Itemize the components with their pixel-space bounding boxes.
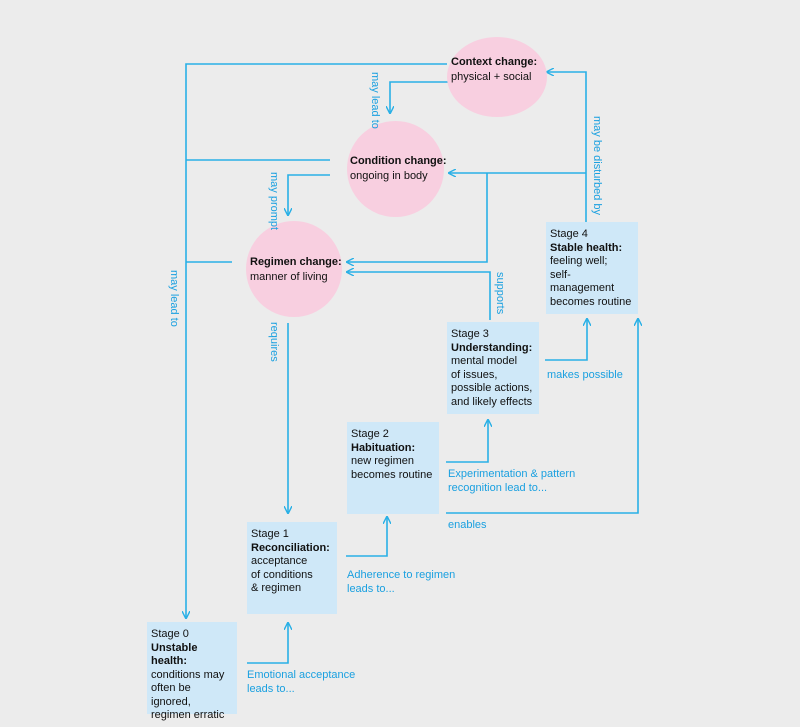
label-may-lead-to-left: may lead to — [168, 270, 180, 327]
stage-3-title: Understanding: — [451, 341, 533, 354]
stage-3-line-2: of issues, — [451, 368, 498, 381]
label-adherence-line-2: leads to... — [347, 583, 395, 595]
arrow-enables — [446, 319, 638, 514]
arrow-context-to-condition — [390, 81, 450, 113]
label-adherence-line-1: Adherence to regimen — [347, 569, 456, 581]
context-change-circle — [447, 37, 547, 117]
stage-4-line-3: becomes routine — [550, 295, 632, 308]
stage-3-line-3: possible actions, — [451, 382, 533, 394]
stage-1-line-2: of conditions — [251, 568, 313, 581]
stage-3-line-4: and likely effects — [451, 395, 533, 408]
label-makes-possible: makes possible — [547, 369, 623, 381]
arrow-stage3-to-regimen — [347, 272, 491, 320]
label-enables: enables — [448, 519, 487, 531]
arrow-condition-to-regimen — [288, 174, 330, 215]
arrow-stage3-to-stage4 — [545, 319, 587, 361]
label-emotional: Emotional acceptance leads to... — [247, 668, 355, 696]
stage-3-label: Stage 3 — [451, 328, 489, 340]
label-experimentation-line-2: recognition lead to... — [448, 482, 548, 494]
label-may-lead-to-top: may lead to — [369, 72, 381, 129]
label-experimentation-line-1: Experimentation & pattern — [448, 468, 576, 480]
label-emotional-line-2: leads to... — [247, 683, 295, 695]
context-change-desc: physical + social — [451, 71, 532, 83]
stage-2-line-2: becomes routine — [351, 468, 433, 481]
arrow-context-to-stage0 — [186, 63, 447, 618]
stage-3-line-1: mental model — [451, 355, 518, 367]
regimen-change-text: Regimen change: manner of living — [250, 255, 342, 285]
stage-2-label: Stage 2 — [351, 428, 389, 440]
stage-1-box: Stage 1 Reconciliation: acceptance of co… — [247, 522, 337, 614]
stage-4-line-1: feeling well; — [550, 255, 608, 267]
label-emotional-line-1: Emotional acceptance — [247, 669, 356, 681]
stage-2-line-1: new regimen — [351, 455, 414, 467]
stage-1-label: Stage 1 — [251, 528, 289, 540]
stage-0-label: Stage 0 — [151, 628, 189, 640]
stage-0-line-3: regimen erratic — [151, 709, 225, 721]
context-change-title: Context change: — [451, 56, 538, 68]
stage-1-line-1: acceptance — [251, 555, 308, 567]
regimen-change-title: Regimen change: — [250, 256, 342, 268]
arrow-to-regimen — [347, 173, 488, 262]
stage-0-box: Stage 0 Unstable health: conditions may … — [147, 622, 237, 721]
condition-change-circle — [347, 121, 444, 217]
regimen-change-desc: manner of living — [250, 271, 328, 283]
label-adherence: Adherence to regimen leads to... — [347, 568, 455, 596]
arrow-stage1-to-stage2 — [346, 517, 387, 557]
stage-0-line-2: often be ignored, — [151, 682, 191, 708]
stage-1-line-3: & regimen — [251, 582, 302, 594]
label-requires: requires — [268, 322, 280, 362]
stage-2-title: Habituation: — [351, 441, 416, 454]
stage-0-title: Unstable health: — [151, 641, 198, 668]
condition-change-title: Condition change: — [350, 155, 447, 167]
label-may-be-disturbed-by: may be disturbed by — [591, 116, 603, 216]
condition-change-desc: ongoing in body — [350, 170, 428, 182]
regimen-change-circle — [246, 221, 342, 317]
stage-4-title: Stable health: — [550, 241, 623, 254]
stage-1-title: Reconciliation: — [251, 541, 330, 554]
label-supports: supports — [494, 272, 506, 315]
stage-0-line-1: conditions may — [151, 668, 225, 681]
condition-change-text: Condition change: ongoing in body — [350, 154, 447, 184]
context-change-text: Context change: physical + social — [451, 55, 537, 85]
arrow-stage2-to-stage3 — [446, 420, 488, 463]
arrow-stage4-to-context — [547, 72, 587, 222]
stage-4-label: Stage 4 — [550, 228, 588, 240]
stage-4-box: Stage 4 Stable health: feeling well; sel… — [546, 222, 638, 314]
stage-3-box: Stage 3 Understanding: mental model of i… — [447, 322, 539, 414]
stage-4-line-2: self-management — [550, 268, 615, 295]
label-experimentation: Experimentation & pattern recognition le… — [448, 467, 575, 495]
arrow-stage0-to-stage1 — [247, 623, 288, 664]
label-may-prompt: may prompt — [268, 172, 280, 231]
stage-2-box: Stage 2 Habituation: new regimen becomes… — [347, 422, 439, 514]
